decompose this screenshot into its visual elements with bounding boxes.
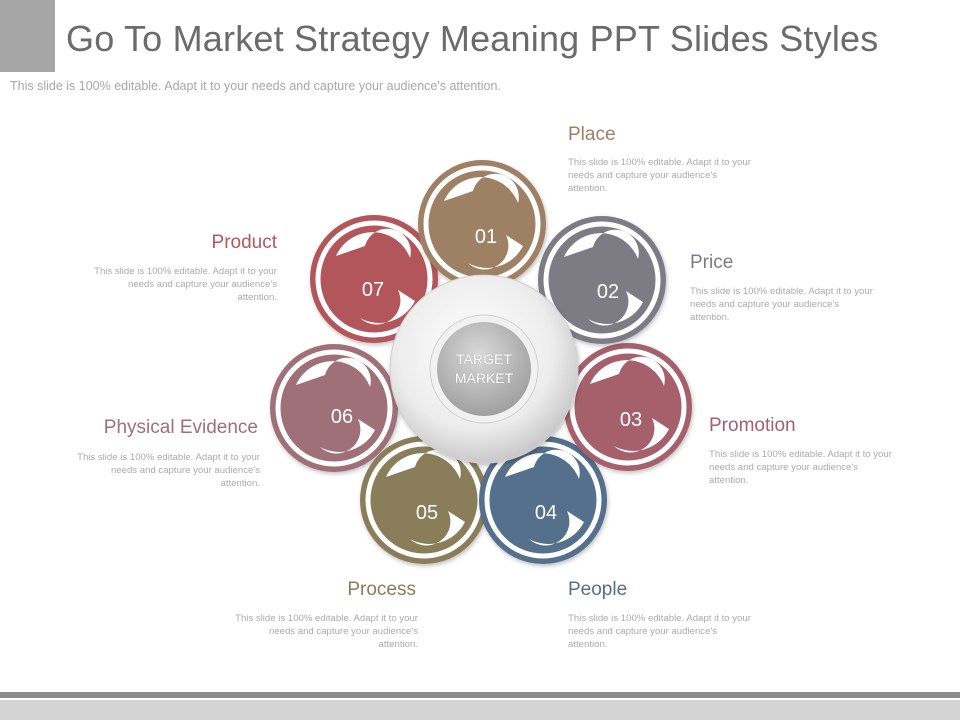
- footer-bar: [0, 700, 960, 720]
- desc-product: This slide is 100% editable. Adapt it to…: [94, 266, 277, 303]
- petal-number-07: 07: [362, 279, 384, 301]
- slide-subtitle: This slide is 100% editable. Adapt it to…: [10, 79, 501, 93]
- petal-04: [479, 436, 607, 564]
- center-label: TARGET MARKET: [434, 350, 534, 388]
- petal-07: [310, 215, 438, 343]
- label-process: Process: [347, 579, 416, 600]
- center-label-line-2: MARKET: [454, 370, 514, 386]
- title-accent-block: [0, 0, 55, 72]
- footer-divider: [0, 692, 960, 698]
- petal-06: [270, 344, 398, 472]
- center-label-line-1: TARGET: [456, 351, 512, 367]
- desc-physical-evidence: This slide is 100% editable. Adapt it to…: [77, 452, 260, 489]
- petal-number-05: 05: [416, 502, 438, 524]
- center-hub: [389, 274, 579, 464]
- petal-number-03: 03: [620, 409, 642, 431]
- desc-place: This slide is 100% editable. Adapt it to…: [568, 157, 751, 194]
- label-price: Price: [690, 252, 734, 273]
- petal-number-04: 04: [535, 502, 557, 524]
- slide-title: Go To Market Strategy Meaning PPT Slides…: [66, 18, 879, 59]
- desc-people: This slide is 100% editable. Adapt it to…: [568, 613, 751, 650]
- petal-number-01: 01: [475, 226, 497, 248]
- desc-price: This slide is 100% editable. Adapt it to…: [690, 286, 873, 323]
- desc-process: This slide is 100% editable. Adapt it to…: [235, 613, 418, 650]
- label-product: Product: [211, 232, 277, 253]
- desc-promotion: This slide is 100% editable. Adapt it to…: [709, 449, 892, 486]
- petal-02: [538, 216, 666, 344]
- petal-number-02: 02: [597, 281, 619, 303]
- petal-03: [564, 343, 692, 471]
- label-physical-evidence: Physical Evidence: [103, 417, 258, 438]
- petal-number-06: 06: [331, 406, 353, 428]
- petal-01: [418, 160, 546, 288]
- label-place: Place: [568, 124, 616, 145]
- label-promotion: Promotion: [709, 415, 796, 436]
- label-people: People: [568, 579, 628, 600]
